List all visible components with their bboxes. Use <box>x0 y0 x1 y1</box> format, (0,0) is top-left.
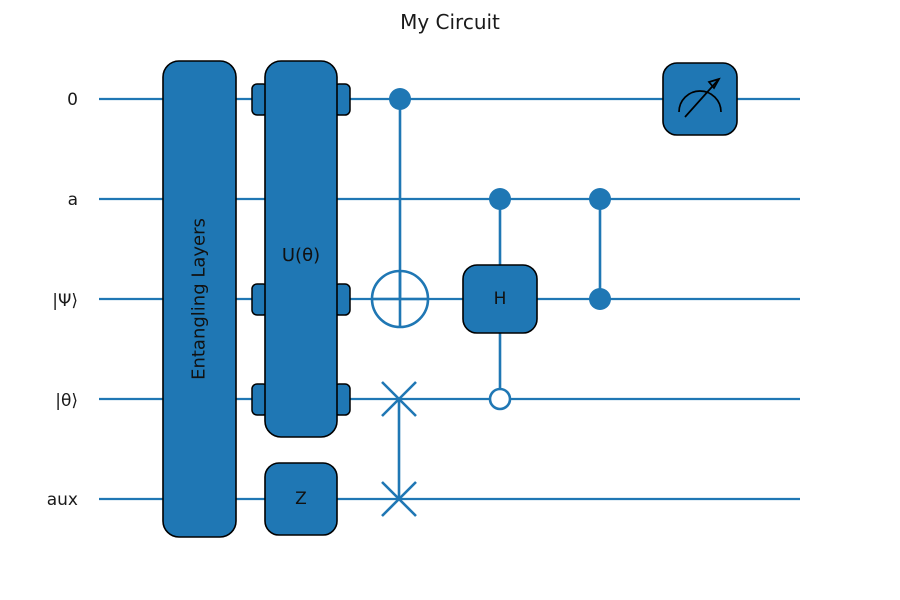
swap-cross-aux[interactable] <box>381 481 417 517</box>
figure-title: My Circuit <box>400 10 500 34</box>
gate-swap[interactable] <box>381 381 417 517</box>
wire-label-0: 0 <box>67 90 78 110</box>
swap-cross-theta[interactable] <box>381 381 417 417</box>
entangling-layers-label: Entangling Layers <box>189 218 210 380</box>
controlled-h-control-dot-a[interactable] <box>489 188 511 210</box>
wire-label-a: a <box>68 190 78 210</box>
gate-z[interactable]: Z <box>264 462 338 536</box>
entangling-layers-box[interactable] <box>162 60 237 538</box>
measure-icon-arrowhead <box>707 77 721 90</box>
cz-control-dot-psi[interactable] <box>589 288 611 310</box>
cnot-control-dot[interactable] <box>389 88 411 110</box>
z-gate-box[interactable] <box>264 462 338 536</box>
wire-labels-group: 0 a |Ψ⟩ |θ⟩ aux <box>47 90 78 510</box>
swap-cross-theta-stroke-b <box>381 381 417 417</box>
cz-control-dot-a[interactable] <box>589 188 611 210</box>
u-theta-label: U(θ) <box>282 245 320 266</box>
gate-measurement[interactable] <box>662 62 738 136</box>
wire-label-theta: |θ⟩ <box>55 391 78 411</box>
h-gate-label: H <box>494 289 507 309</box>
measure-icon-arc <box>678 90 722 113</box>
controlled-h-open-control-theta[interactable] <box>488 387 512 411</box>
gate-cnot[interactable] <box>370 88 430 329</box>
swap-cross-aux-stroke-b <box>381 481 417 517</box>
gate-controlled-h[interactable]: H <box>462 188 538 411</box>
measure-icon-needle <box>684 78 720 118</box>
u-theta-box[interactable] <box>264 60 338 438</box>
h-gate-box[interactable] <box>462 264 538 334</box>
gate-u-theta[interactable]: U(θ) <box>251 60 351 438</box>
measure-icon <box>678 77 722 118</box>
z-gate-label: Z <box>295 489 307 509</box>
wire-label-psi: |Ψ⟩ <box>52 291 78 311</box>
gate-cz[interactable] <box>589 188 611 310</box>
wire-label-aux: aux <box>47 490 78 510</box>
gate-entangling-layers[interactable]: Entangling Layers <box>162 60 237 538</box>
